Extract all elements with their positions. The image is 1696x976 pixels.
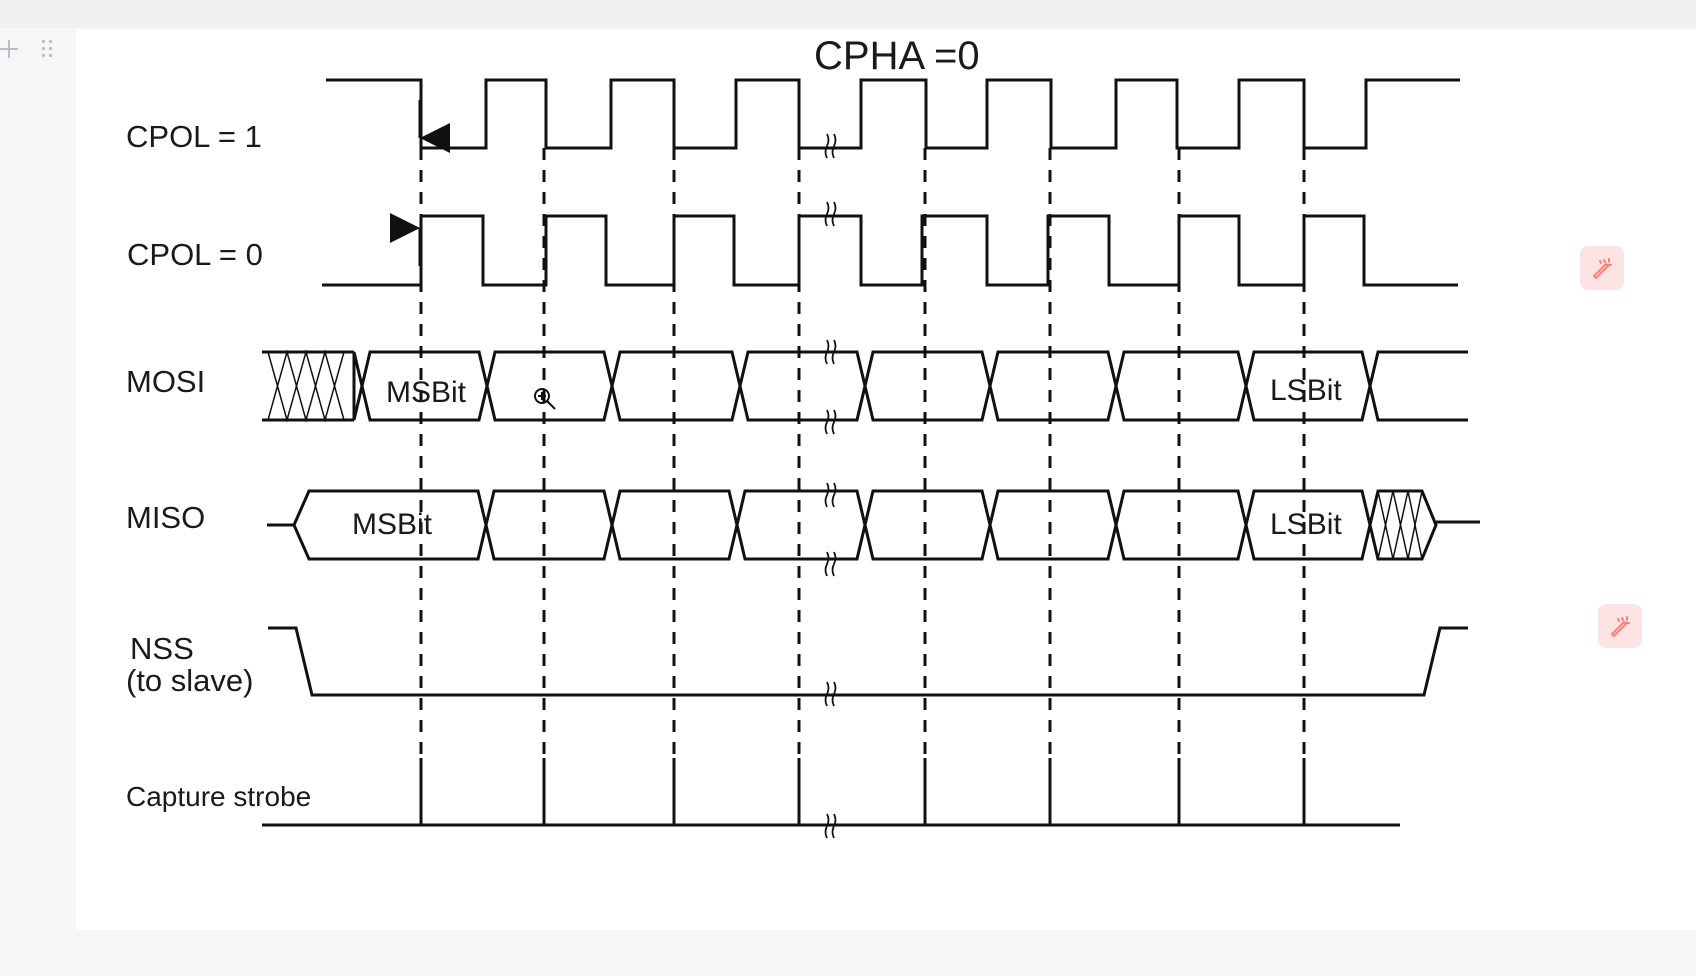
label-nss: NSS: [130, 631, 194, 666]
magic-edit-icon: [1610, 616, 1630, 638]
mosi-msbit-label: MSBit: [386, 376, 467, 409]
label-nss-sub: (to slave): [126, 663, 254, 698]
label-mosi: MOSI: [126, 364, 206, 399]
magic-edit-button[interactable]: [1580, 246, 1624, 290]
miso-bus: [267, 489, 1480, 561]
plus-icon[interactable]: [0, 40, 18, 58]
miso-lsbit-label: LSBit: [1270, 508, 1342, 541]
cpol0-waveform: [322, 214, 1458, 287]
label-capture-strobe: Capture strobe: [126, 781, 312, 812]
zoom-cursor-icon: [534, 388, 556, 410]
diagram-title: CPHA =0: [814, 34, 980, 78]
label-cpol0: CPOL = 0: [127, 237, 263, 272]
label-cpol1: CPOL = 1: [126, 119, 262, 154]
drag-handle-icon[interactable]: [40, 38, 54, 60]
mosi-lsbit-label: LSBit: [1270, 374, 1342, 407]
top-strip: [0, 0, 1696, 28]
cpol1-waveform: [326, 78, 1460, 150]
magic-edit-button-2[interactable]: [1598, 604, 1642, 648]
timing-diagram-svg: [262, 78, 1480, 839]
magic-edit-icon: [1592, 258, 1612, 280]
miso-msbit-label: MSBit: [352, 508, 433, 541]
capture-strobe-waveform: [262, 758, 1400, 827]
break-marks: [824, 133, 837, 839]
mosi-bus: [262, 349, 1468, 423]
nss-waveform: [268, 626, 1468, 697]
label-miso: MISO: [126, 500, 206, 535]
sample-dashed-lines: [419, 148, 1306, 758]
timing-diagram: CPHA =0 CPOL = 1 CPOL = 0 MOSI MISO NSS …: [76, 30, 1696, 930]
block-controls: [0, 36, 70, 70]
